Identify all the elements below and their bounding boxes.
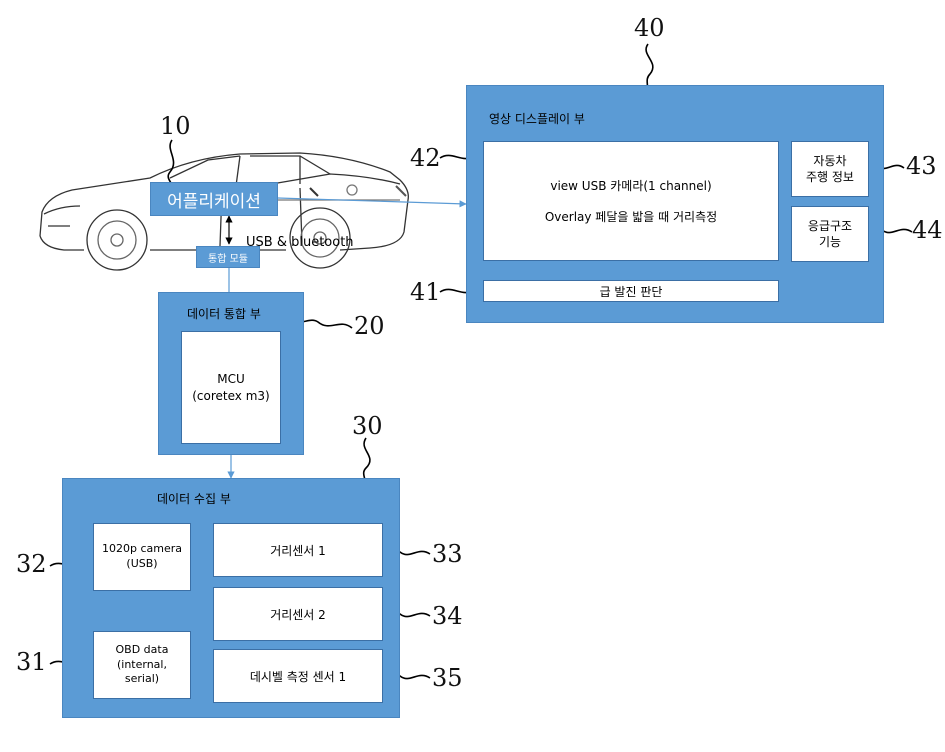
usb-bluetooth-label: USB & bluetooth xyxy=(246,235,354,250)
video-display-unit: 영상 디스플레이 부 view USB 카메라(1 channel) Overl… xyxy=(466,85,884,323)
ref-32: 32 xyxy=(16,550,47,578)
ref-40: 40 xyxy=(634,14,665,42)
data-collection-title: 데이터 수집 부 xyxy=(157,492,231,506)
distance-sensor-1-box: 거리센서 1 xyxy=(213,523,383,577)
ref-31: 31 xyxy=(16,648,47,676)
data-integration-title: 데이터 통합 부 xyxy=(187,307,261,321)
app-to-display-connector xyxy=(277,197,467,208)
obd-data-box: OBD data (internal, serial) xyxy=(93,631,191,699)
data-integration-unit: 데이터 통합 부 MCU (coretex m3) xyxy=(158,292,304,455)
ref-41: 41 xyxy=(410,278,441,306)
sudden-start-judgment-box: 급 발진 판단 xyxy=(483,280,779,302)
driving-info-box: 자동차 주행 정보 xyxy=(791,141,869,197)
camera-view-line-1: view USB 카메라(1 channel) xyxy=(550,179,712,193)
integration-module-box: 통합 모듈 xyxy=(196,246,260,268)
camera-view-box: view USB 카메라(1 channel) Overlay 페달을 밟을 때… xyxy=(483,141,779,261)
emergency-rescue-box: 응급구조 기능 xyxy=(791,206,869,262)
ref-43: 43 xyxy=(906,152,937,180)
ref-33: 33 xyxy=(432,540,463,568)
mcu-box: MCU (coretex m3) xyxy=(181,331,281,444)
decibel-sensor-box: 데시벨 측정 센서 1 xyxy=(213,649,383,703)
leader-20 xyxy=(299,319,353,329)
ref-42: 42 xyxy=(410,144,441,172)
camera-box: 1020p camera (USB) xyxy=(93,523,191,591)
video-display-title: 영상 디스플레이 부 xyxy=(489,112,585,126)
ref-34: 34 xyxy=(432,602,463,630)
ref-20: 20 xyxy=(354,312,385,340)
ref-10: 10 xyxy=(160,112,191,140)
leader-10 xyxy=(167,139,175,187)
application-box: 어플리케이션 xyxy=(150,182,278,216)
data-collection-unit: 데이터 수집 부 1020p camera (USB) OBD data (in… xyxy=(62,478,400,718)
ref-44: 44 xyxy=(912,216,943,244)
distance-sensor-2-box: 거리센서 2 xyxy=(213,587,383,641)
camera-view-line-2: Overlay 페달을 밟을 때 거리측정 xyxy=(544,210,718,224)
ref-30: 30 xyxy=(352,412,383,440)
ref-35: 35 xyxy=(432,664,463,692)
